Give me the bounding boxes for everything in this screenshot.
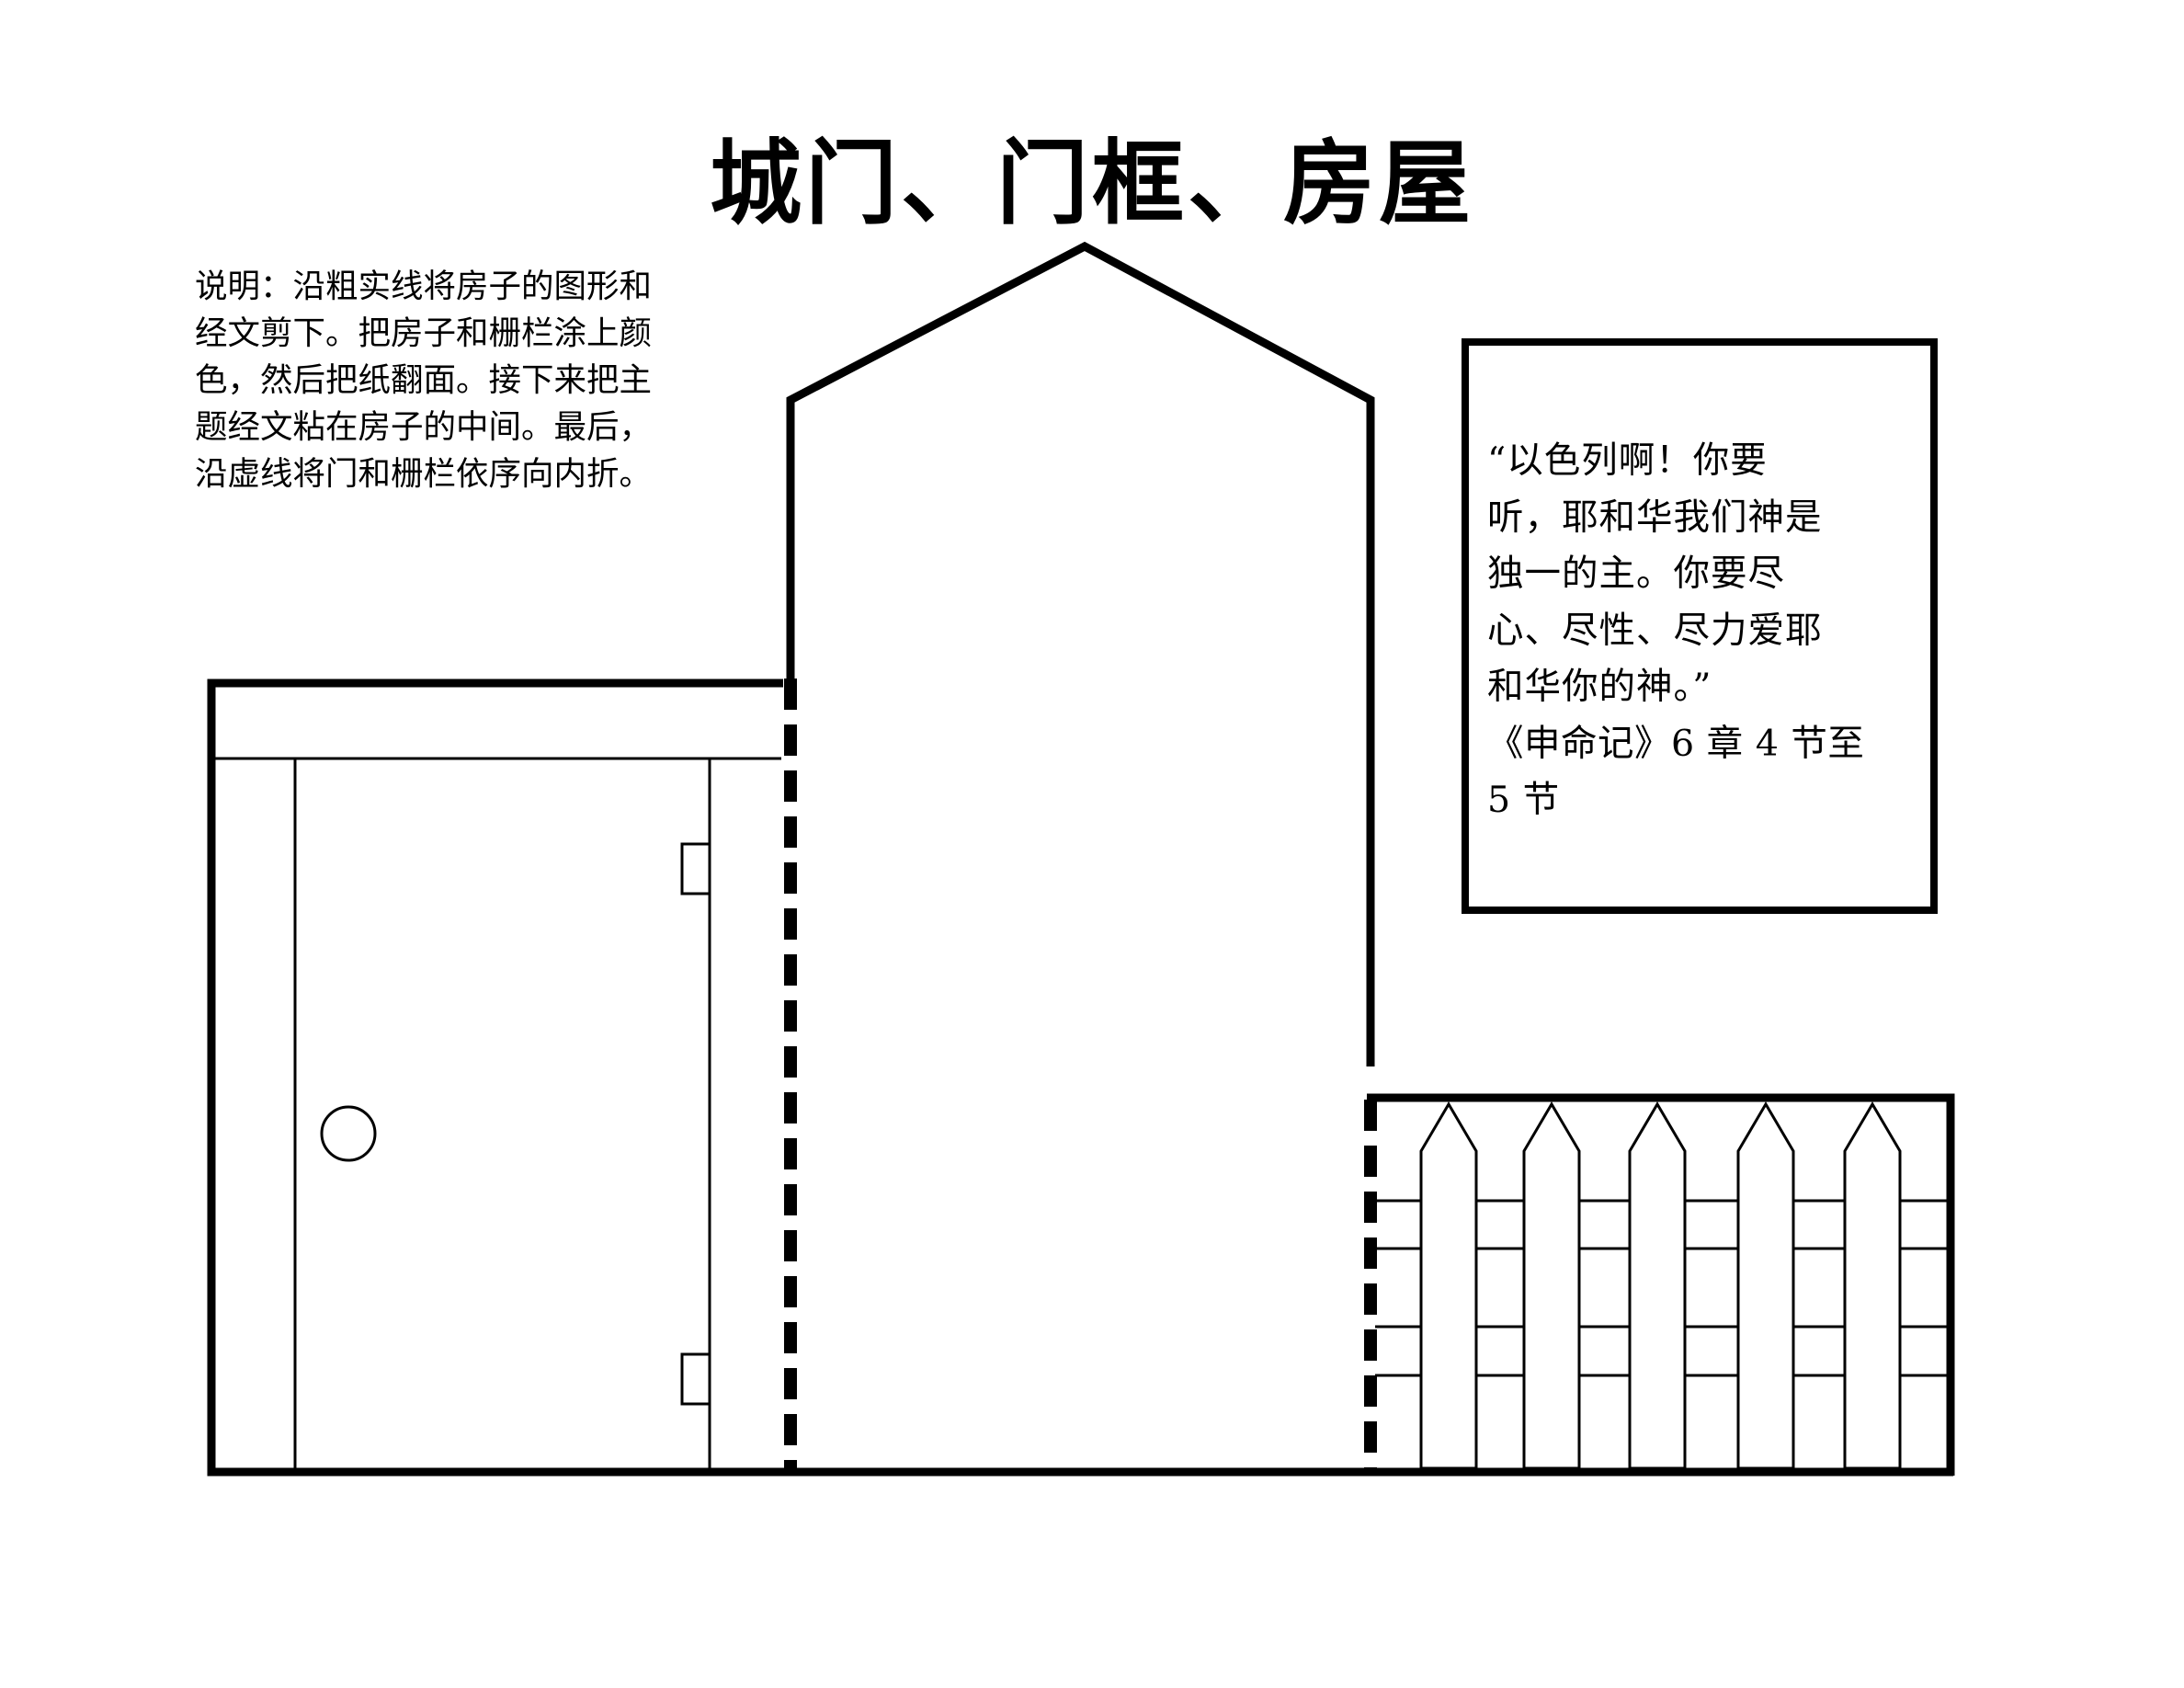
verse-line: 心、尽性、尽力爱耶 <box>1487 609 1823 652</box>
verse-line: 独一的主。你要尽 <box>1487 553 1785 595</box>
verse-line: 和华你的神。” <box>1487 666 1712 708</box>
instructions-text: 说明：沿粗实线将房子的图形和 经文剪下。把房子和栅栏涂上颜 色，然后把纸翻面。接… <box>195 263 746 497</box>
fence-picket <box>1522 1101 1581 1470</box>
door-knob <box>320 1105 377 1162</box>
fence-picket <box>1843 1101 1902 1470</box>
fence-panel-outline <box>1367 1093 1955 1476</box>
page-title: 城门、门框、房屋 <box>710 130 1474 237</box>
instructions-line: 沿虚线将门和栅栏依序向内折。 <box>195 455 653 493</box>
verse-line: 听，耶和华我们神是 <box>1487 496 1823 539</box>
fence-picket <box>1419 1101 1478 1470</box>
door-hinge-top <box>680 842 711 895</box>
fence-picket <box>1628 1101 1687 1470</box>
fence-picket <box>1736 1101 1795 1470</box>
verse-cutout-box <box>1462 338 1938 914</box>
house-outline <box>786 241 1375 1066</box>
verse-text: “以色列啊！你要 听，耶和华我们神是 独一的主。你要尽 心、尽性、尽力爱耶 和华… <box>1487 433 1965 829</box>
verse-line: “以色列啊！你要 <box>1487 439 1768 482</box>
instructions-line: 经文剪下。把房子和栅栏涂上颜 <box>195 314 653 352</box>
instructions-line: 色，然后把纸翻面。接下来把主 <box>195 361 653 399</box>
verse-reference-line: 5 节 <box>1487 779 1560 821</box>
verse-reference-line: 《申命记》6 章 4 节至 <box>1487 722 1865 765</box>
door-hinge-bottom <box>680 1352 711 1406</box>
instructions-line: 题经文粘在房子的中间。最后， <box>195 408 653 446</box>
instructions-line: 说明：沿粗实线将房子的图形和 <box>195 268 653 305</box>
